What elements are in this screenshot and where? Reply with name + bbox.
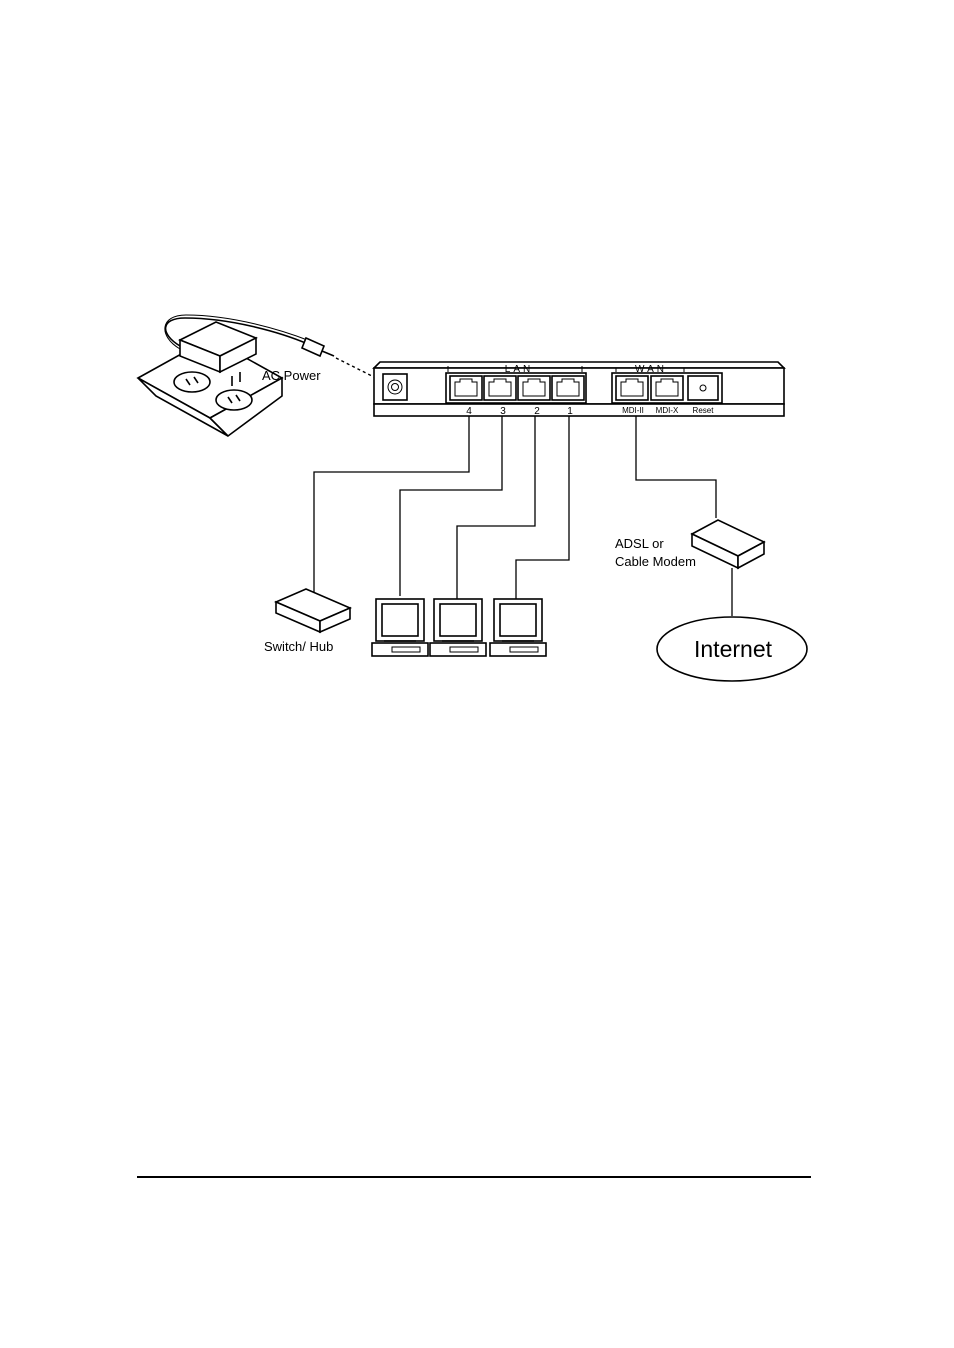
wan-label: WAN — [635, 364, 667, 375]
lan-port-1 — [551, 375, 585, 401]
cable-wan-to-modem — [635, 416, 717, 518]
cable-port-3-to-pc-1 — [399, 416, 503, 596]
modem-label-line1: ADSL or — [615, 536, 664, 551]
power-jack-icon — [382, 373, 408, 401]
ac-power-label: AC Power — [262, 368, 321, 383]
cable-port-2-to-pc-2 — [456, 416, 536, 600]
port-label-4: 4 — [466, 406, 472, 417]
lan-port-4 — [449, 375, 483, 401]
mdi-x-label: MDI-X — [656, 406, 679, 415]
wan-port-mdi-x — [650, 375, 684, 401]
lan-port-3 — [483, 375, 517, 401]
switch-hub-label: Switch/ Hub — [264, 639, 333, 654]
computer-icon — [489, 598, 547, 657]
port-label-3: 3 — [500, 406, 506, 417]
port-label-1: 1 — [567, 406, 573, 417]
router-rear-panel — [372, 361, 786, 417]
modem-icon — [690, 519, 766, 570]
computer-icon — [429, 598, 487, 657]
switch-hub-icon — [273, 588, 353, 634]
cable-port-4-to-switch — [313, 416, 470, 596]
internet-label: Internet — [694, 636, 773, 662]
network-cables — [313, 416, 733, 616]
internet-ellipse — [656, 616, 808, 682]
lan-label: LAN — [505, 364, 533, 375]
lan-port-2 — [517, 375, 551, 401]
reset-label: Reset — [693, 406, 715, 415]
port-label-2: 2 — [534, 406, 540, 417]
cable-port-1-to-pc-3 — [515, 416, 570, 600]
computer-icon — [371, 598, 429, 657]
footer-rule — [137, 1176, 811, 1178]
modem-label-line2: Cable Modem — [615, 554, 696, 569]
mdi-ii-label: MDI-II — [622, 406, 644, 415]
power-adapter-icon — [164, 314, 335, 386]
reset-button-icon — [687, 375, 719, 401]
wan-port-mdi-ii — [615, 375, 649, 401]
